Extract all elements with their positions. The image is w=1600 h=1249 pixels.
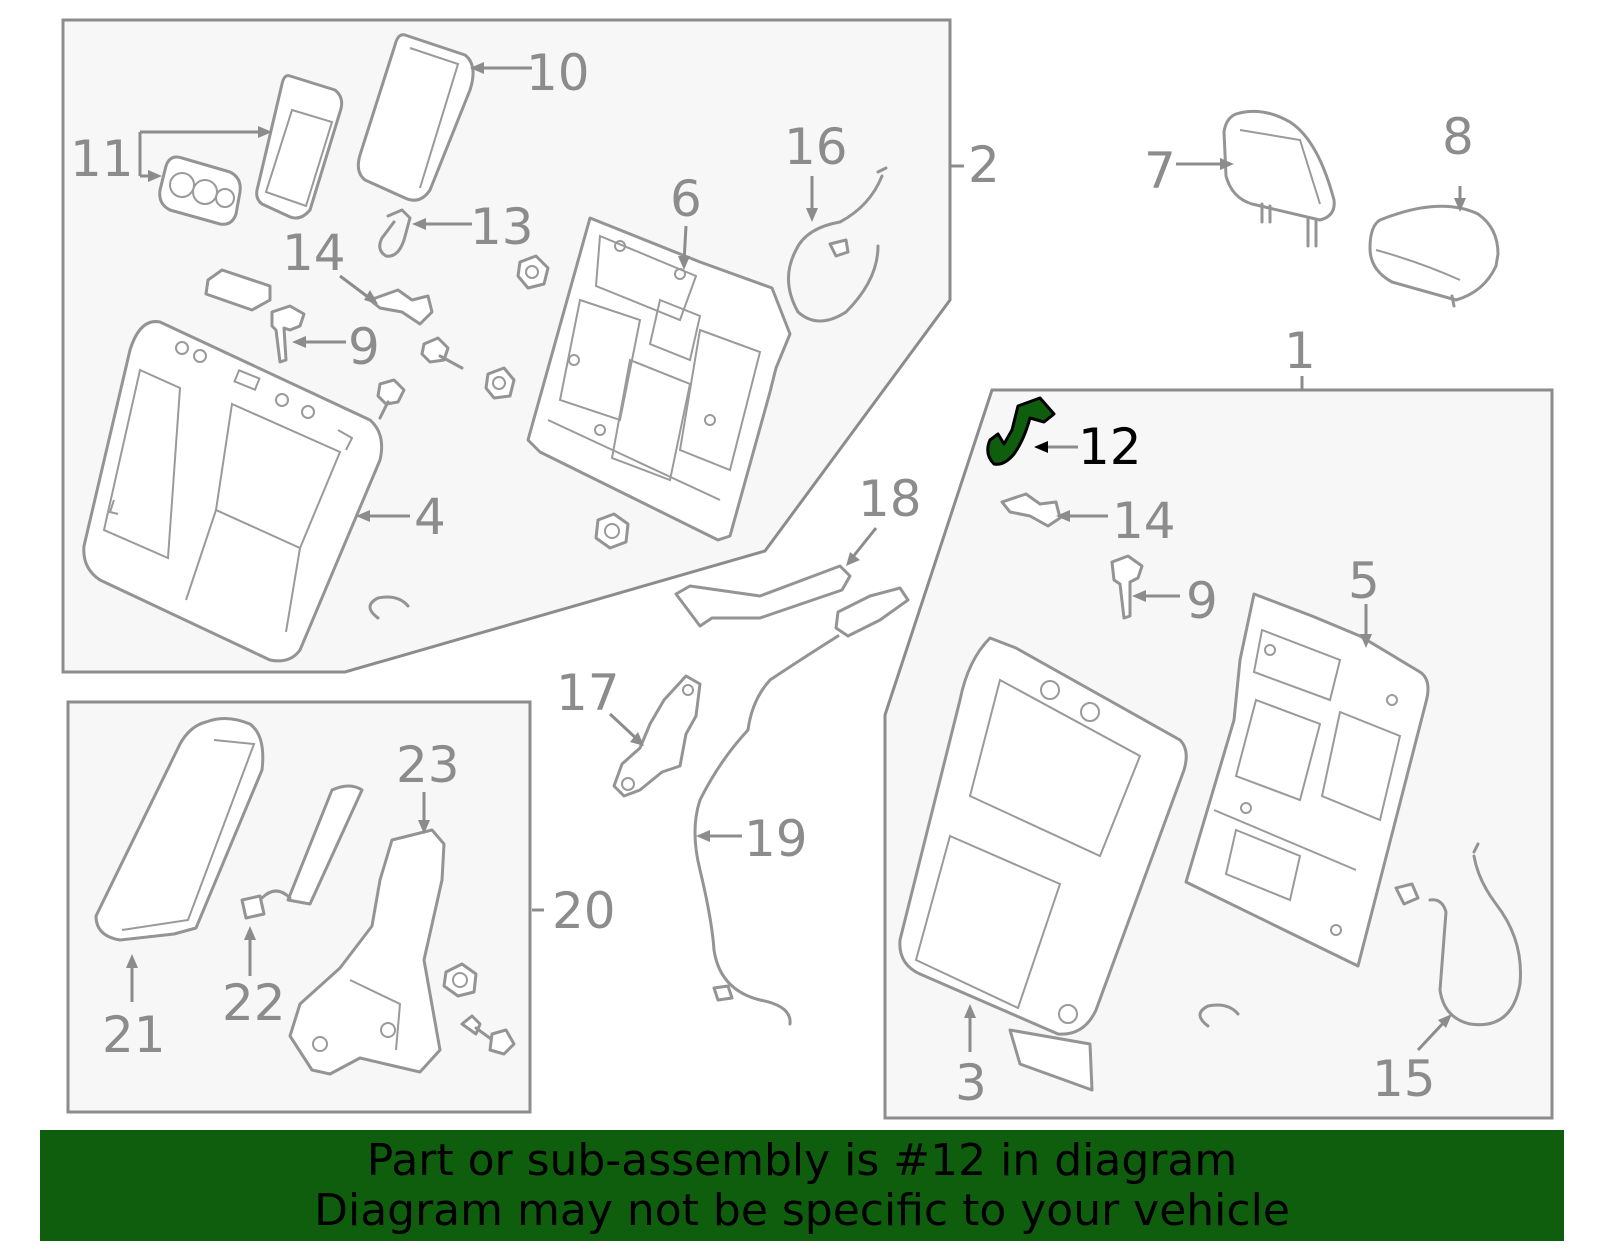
callout-9-upper: 9 [348, 318, 380, 376]
part-4-seatback-cushion[interactable] [82, 320, 384, 663]
callout-7: 7 [1144, 142, 1176, 200]
part-16-cable[interactable] [786, 166, 888, 323]
part-13-clip[interactable] [378, 208, 412, 258]
callout-20: 20 [552, 882, 616, 940]
callout-14-lower: 14 [1112, 492, 1176, 550]
fasteners-panel-2[interactable] [368, 254, 630, 620]
part-5-seatback-frame[interactable] [1184, 592, 1430, 968]
callout-1: 1 [1284, 322, 1316, 380]
callout-3: 3 [955, 1054, 987, 1112]
part-21-side-bolster[interactable] [94, 717, 265, 942]
callout-23: 23 [396, 736, 460, 794]
callout-21: 21 [102, 1006, 166, 1064]
part-10-armrest-cover[interactable] [356, 33, 475, 202]
banner-line-part: Part or sub-assembly is #12 in diagram [366, 1134, 1238, 1186]
callout-9-lower: 9 [1186, 572, 1218, 630]
part-19-cable[interactable] [693, 586, 910, 1026]
callout-2: 2 [968, 136, 1000, 194]
callout-14-upper: 14 [282, 224, 346, 282]
callout-11: 11 [70, 130, 134, 188]
part-14-bracket-upper[interactable] [368, 288, 434, 326]
callout-4: 4 [414, 488, 446, 546]
callout-6: 6 [670, 170, 702, 228]
part-9-guide-lower[interactable] [1110, 554, 1144, 620]
banner-line-disclaimer: Diagram may not be specific to your vehi… [314, 1184, 1290, 1236]
part-3-seatback-cushion[interactable] [898, 636, 1188, 1092]
callout-12-highlighted: 12 [1078, 418, 1142, 476]
latch-pad[interactable] [204, 268, 272, 312]
part-9-guide-upper[interactable] [270, 304, 306, 364]
leader-lines [126, 62, 1466, 1052]
clip-lower[interactable] [1198, 1003, 1240, 1028]
part-8-headrest-pad[interactable] [1368, 204, 1500, 308]
callout-8: 8 [1442, 108, 1474, 166]
callout-5: 5 [1348, 552, 1380, 610]
part-7-headrest[interactable] [1222, 109, 1336, 248]
callout-13: 13 [470, 198, 534, 256]
part-18-rod[interactable] [674, 564, 852, 628]
part-15-cable[interactable] [1394, 842, 1522, 1027]
callout-10: 10 [526, 44, 590, 102]
part-14-bracket-lower[interactable] [1000, 492, 1062, 528]
part-12-hook-highlighted[interactable] [986, 396, 1056, 466]
callout-19: 19 [744, 810, 808, 868]
callout-22: 22 [222, 974, 286, 1032]
callout-17: 17 [556, 664, 620, 722]
part-22-harness[interactable] [240, 784, 364, 920]
fasteners-panel-20[interactable] [442, 962, 516, 1056]
part-17-bracket[interactable] [612, 674, 702, 798]
part-23-hinge-bracket[interactable] [288, 828, 446, 1076]
part-notice-banner: Part or sub-assembly is #12 in diagram D… [40, 1130, 1564, 1241]
part-11-cup-holder[interactable] [158, 74, 344, 226]
callout-15: 15 [1372, 1050, 1436, 1108]
callout-16: 16 [784, 118, 848, 176]
callout-18: 18 [858, 470, 922, 528]
part-6-seatback-frame[interactable] [526, 216, 792, 542]
